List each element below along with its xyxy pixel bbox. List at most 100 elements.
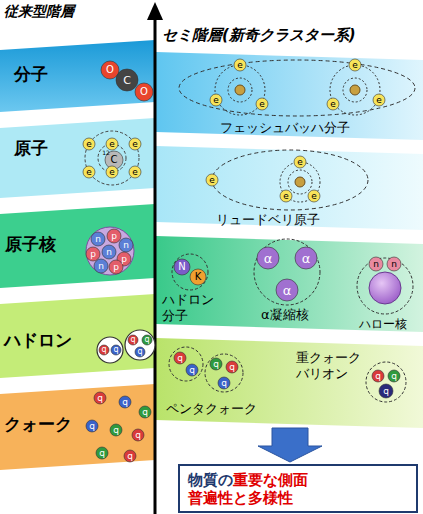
axis-line — [154, 16, 157, 514]
cluster-label: 重クォーク バリオン — [296, 350, 361, 381]
particle-dot — [102, 245, 116, 259]
particle-dot — [128, 335, 138, 345]
cluster-label: ペンタクォーク — [166, 401, 257, 417]
particle-symbol: e — [209, 176, 215, 185]
column-heading: セミ階層(新奇クラスター系) — [162, 28, 356, 43]
particle-symbol: n — [98, 262, 104, 271]
particle-dot — [190, 269, 206, 285]
particle-symbol: e — [132, 140, 138, 149]
particle-symbol: q — [89, 422, 95, 431]
band-rydberg: リュードベリ原子 — [156, 146, 423, 230]
band-heading: 物質の — [188, 471, 233, 489]
particle-symbol: N — [178, 262, 185, 272]
halo-core — [369, 272, 401, 304]
particle-dot — [132, 429, 144, 441]
particle-dot — [257, 247, 279, 269]
particle-symbol: q — [189, 366, 195, 375]
cluster-label: フェッシュバッハ分子 — [220, 120, 350, 136]
particle-symbol: e — [283, 192, 289, 201]
particle-dot — [110, 424, 122, 436]
particle-symbol: e — [132, 168, 138, 177]
particle-symbol: e — [109, 168, 115, 177]
particle-dot — [372, 370, 384, 382]
particle-dot — [218, 377, 230, 389]
particle-symbol: e — [109, 140, 115, 149]
band-heading: 重要な側面 — [233, 471, 308, 489]
cluster-label: α凝縮核 — [261, 307, 309, 323]
axis-head — [147, 2, 163, 20]
band-heading: 原子 — [14, 138, 48, 158]
particle-symbol: n — [391, 260, 397, 269]
down-arrow — [258, 428, 322, 462]
particle-symbol: q — [113, 426, 119, 435]
particle-symbol: q — [135, 431, 141, 440]
particle-symbol: e — [311, 192, 317, 201]
particle-symbol: q — [144, 336, 149, 344]
particle-dot — [94, 259, 108, 273]
band-atom: 原子 — [0, 118, 155, 198]
particle-symbol: e — [213, 96, 219, 105]
band-fill — [156, 236, 423, 332]
particle-symbol: n — [373, 260, 379, 269]
particle-dot — [373, 94, 385, 106]
particle-dot — [94, 392, 106, 404]
particle-symbol: q — [101, 346, 106, 354]
particle-symbol: p — [121, 255, 127, 264]
particle-dot — [83, 138, 95, 150]
particle-dot — [83, 166, 95, 178]
particle-dot — [111, 345, 121, 355]
particle-symbol: q — [142, 408, 148, 417]
particle-dot — [295, 247, 317, 269]
particle-dot — [135, 347, 145, 357]
particle-symbol: e — [86, 140, 92, 149]
particle-dot — [186, 364, 198, 376]
particle-symbol: q — [177, 354, 183, 363]
particle-dot — [106, 166, 118, 178]
particle-symbol: O — [140, 87, 148, 97]
cluster-label: ハドロン 分子 — [162, 292, 214, 323]
particle-symbol: α — [264, 252, 273, 265]
band-fill — [0, 384, 155, 470]
particle-symbol: q — [391, 372, 397, 381]
particle-symbol: C — [123, 75, 131, 86]
particle-dot — [369, 257, 383, 271]
particle-dot — [276, 279, 298, 301]
particle-symbol: e — [376, 96, 382, 105]
particle-symbol: O — [106, 65, 114, 75]
particle-symbol: q — [97, 394, 103, 403]
particle-dot — [106, 138, 118, 150]
particle-dot — [86, 420, 98, 432]
particle-dot — [142, 335, 152, 345]
band-fill — [156, 52, 423, 140]
particle-dot — [124, 450, 136, 462]
particle-symbol: e — [86, 168, 92, 177]
particle-symbol: n — [123, 241, 129, 250]
particle-symbol: q — [229, 363, 235, 372]
band-molecule: 分子 — [0, 40, 155, 112]
conclusion-box: 物質の重要な側面普遍性と多様性 — [178, 464, 418, 513]
cluster-label: ハロー核 — [359, 317, 407, 331]
particle-dot — [226, 361, 238, 373]
particle-symbol: e — [237, 61, 243, 70]
particle-dot — [129, 138, 141, 150]
particle-symbol: e — [330, 100, 336, 109]
particle-dot — [119, 238, 133, 252]
particle-symbol: 12 — [102, 150, 110, 156]
band-fill — [0, 204, 155, 288]
particle-dot — [139, 406, 151, 418]
nucleus-ground — [86, 227, 134, 275]
particle-dot — [327, 98, 339, 110]
particle-dot — [116, 69, 138, 91]
particle-symbol: q — [221, 379, 227, 388]
band-heading: 原子核 — [5, 234, 56, 254]
cluster-label: リュードベリ原子 — [216, 212, 320, 228]
band-quark-cluster: ペンタクォーク 重クォーク バリオン — [156, 338, 423, 428]
band-fill — [0, 40, 155, 112]
particle-symbol: q — [383, 387, 389, 396]
particle-symbol: p — [90, 250, 96, 259]
particle-symbol: q — [213, 360, 219, 369]
band-fill — [156, 146, 423, 230]
particle-dot — [349, 59, 361, 71]
